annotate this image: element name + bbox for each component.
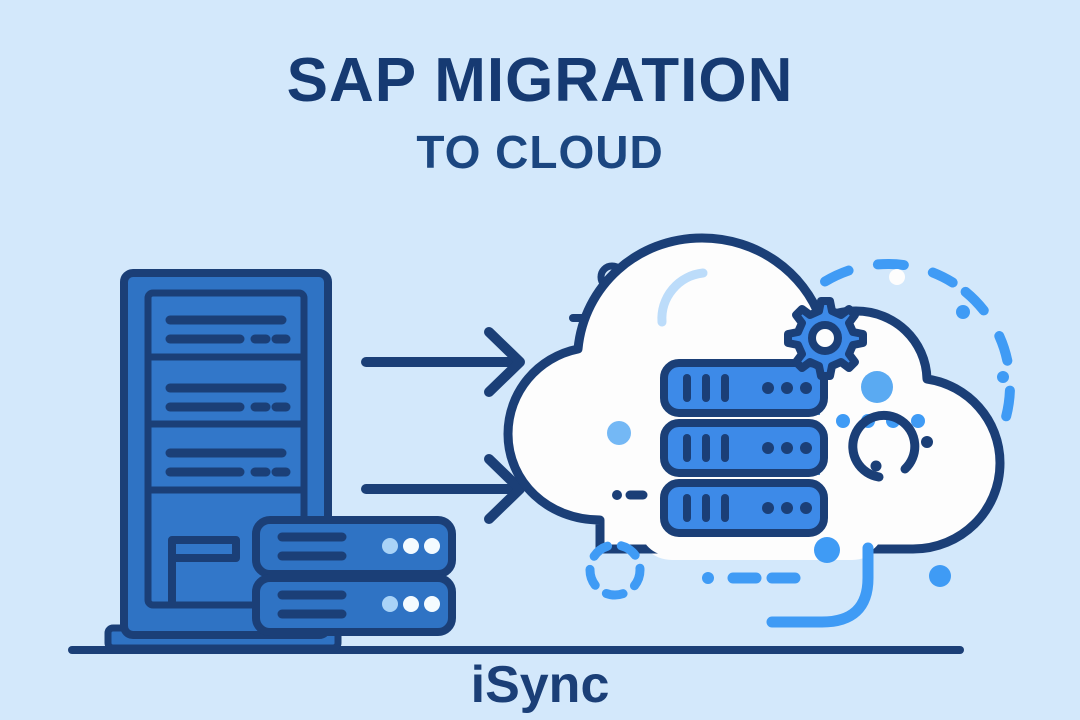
migration-arrow-top <box>361 327 525 397</box>
deco-dot-mid-right <box>889 269 905 285</box>
tower-lower-slot <box>168 536 240 604</box>
deco-curved-connector-line <box>766 537 874 628</box>
rack-unit-bottom <box>252 574 456 636</box>
brand-name: iSync <box>470 656 610 714</box>
deco-dot-bottom-right <box>929 565 951 587</box>
migration-arrow-bottom <box>361 454 525 524</box>
db-tier-1 <box>660 359 828 417</box>
deco-open-ring-navy <box>848 410 920 482</box>
rack-unit-top <box>252 516 456 578</box>
cloud-database-stack <box>660 359 828 537</box>
deco-dot-left-navy <box>612 490 622 500</box>
cloud-inner-decorations <box>607 268 933 500</box>
tower-bay-2 <box>148 383 304 428</box>
deco-dashed-circle-bottom-left <box>585 540 645 600</box>
deco-dot-dash-row <box>702 572 801 584</box>
deco-large-accent-dot <box>861 371 893 403</box>
tower-bay-1 <box>148 315 304 361</box>
tower-bay-3 <box>148 448 304 494</box>
deco-dot-left-light <box>607 421 631 445</box>
db-tier-3 <box>660 479 828 537</box>
db-tier-2 <box>660 419 828 477</box>
highlight-arc-cloud-top <box>657 268 708 327</box>
settings-gear-icon <box>784 297 867 380</box>
deco-dot-right-navy <box>921 436 933 448</box>
